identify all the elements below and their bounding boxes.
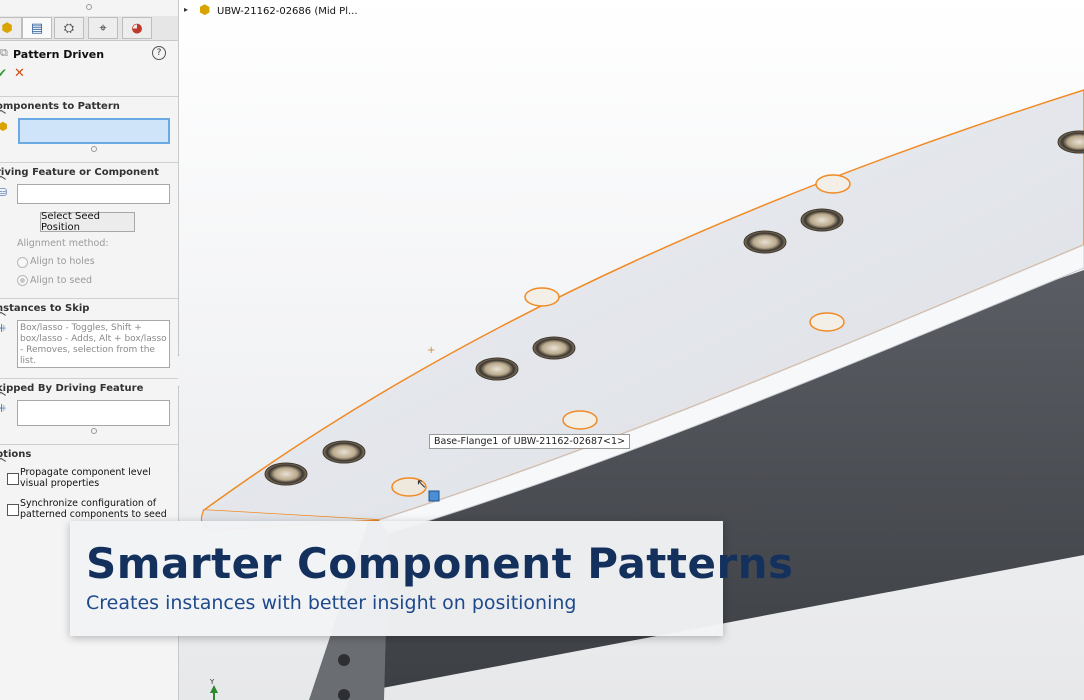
hole <box>815 174 851 194</box>
panel-grip[interactable] <box>86 4 92 10</box>
hole <box>800 208 844 232</box>
display-manager-tab[interactable]: ◕ <box>122 17 152 39</box>
resize-grip[interactable] <box>91 146 97 152</box>
skipped-instances-list[interactable] <box>17 400 170 426</box>
hole <box>809 312 845 332</box>
part-icon: ⬢ <box>1 20 13 36</box>
help-icon[interactable]: ? <box>152 46 166 60</box>
section-title: riving Feature or Component <box>0 167 159 178</box>
align-to-seed-label: Align to seed <box>30 275 93 286</box>
mouse-cursor-icon: ↖ <box>416 477 427 492</box>
collapse-chevron-icon[interactable]: ︿ <box>0 167 170 182</box>
hole <box>475 357 519 381</box>
property-manager-tab[interactable]: ▤ <box>22 17 52 39</box>
cancel-x-icon[interactable]: ✕ <box>14 66 25 81</box>
collapse-chevron-icon[interactable]: ︿ <box>0 101 170 116</box>
hole <box>264 462 308 486</box>
tree-expand-arrow-icon[interactable]: ▸ <box>184 5 189 14</box>
crosshair-icon: ⌖ <box>99 20 107 36</box>
panel-title: Pattern Driven <box>13 48 105 61</box>
title-banner: Smarter Component Patterns Creates insta… <box>70 521 793 636</box>
manager-tabs: ⬢ ▤ ⛭ ⌖ ◕ <box>0 16 178 41</box>
color-wheel-icon: ◕ <box>131 20 143 36</box>
instances-to-skip-list[interactable]: Box/lasso - Toggles, Shift + box/lasso -… <box>17 320 170 368</box>
synchronize-config-checkbox[interactable] <box>7 504 19 516</box>
hole <box>532 336 576 360</box>
configuration-manager-tab[interactable]: ⛭ <box>54 17 84 39</box>
options-header[interactable]: ptions ︿ <box>0 444 178 464</box>
alignment-method-label: Alignment method: <box>17 238 109 249</box>
svg-text:+: + <box>427 345 435 356</box>
feature-icon: ⛁ <box>0 186 7 199</box>
hole <box>1057 130 1084 154</box>
hole <box>524 287 560 307</box>
hole <box>562 410 598 430</box>
selection-tooltip: Base-Flange1 of UBW-21162-02687<1> <box>429 434 631 449</box>
instances-icon: ⁜ <box>0 322 6 335</box>
skipped-icon: ⁜ <box>0 402 6 415</box>
pattern-driven-icon: ⧉ <box>0 46 8 59</box>
align-to-holes-label: Align to holes <box>30 256 95 267</box>
tree-item-assembly[interactable]: UBW-21162-02686 (Mid Pl... <box>217 6 358 17</box>
hole <box>743 230 787 254</box>
triad-y-label: Y <box>210 678 215 686</box>
flange-bend <box>378 244 1084 534</box>
banner-subtitle: Creates instances with better insight on… <box>86 592 577 614</box>
section-title: nstances to Skip <box>0 303 90 314</box>
propagate-visual-checkbox[interactable] <box>7 473 19 485</box>
hole <box>391 477 427 497</box>
resize-grip[interactable] <box>91 428 97 434</box>
components-selection-box[interactable] <box>18 118 170 144</box>
section-title: omponents to Pattern <box>0 101 120 112</box>
select-seed-position-button[interactable]: Select Seed Position <box>40 211 135 233</box>
property-manager-panel: ⬢ ▤ ⛭ ⌖ ◕ ⧉ Pattern Driven ? ✔ ✕ omponen… <box>0 0 179 700</box>
config-icon: ⛭ <box>63 20 75 36</box>
section-title: kipped By Driving Feature <box>0 383 144 394</box>
component-icon: ⬢ <box>0 120 8 133</box>
banner-title: Smarter Component Patterns <box>86 539 794 588</box>
hole-pattern <box>264 130 1084 497</box>
ok-check-icon[interactable]: ✔ <box>0 66 7 80</box>
end-hole <box>338 689 350 700</box>
align-to-holes-radio[interactable] <box>17 257 28 268</box>
triad-y-arrow <box>210 685 218 693</box>
feature-manager-tab[interactable]: ⬢ <box>0 17 22 39</box>
collapse-chevron-icon[interactable]: ︿ <box>0 303 170 318</box>
selection-handle <box>428 490 440 502</box>
driving-feature-header[interactable]: riving Feature or Component ︿ <box>0 162 178 182</box>
section-title: ptions <box>0 449 32 460</box>
end-hole <box>338 654 350 666</box>
align-to-seed-radio[interactable] <box>17 275 28 286</box>
components-to-pattern-header[interactable]: omponents to Pattern ︿ <box>0 96 178 116</box>
dimxpert-tab[interactable]: ⌖ <box>88 17 118 39</box>
assembly-icon: ⬢ <box>199 3 211 18</box>
skipped-by-driving-header[interactable]: kipped By Driving Feature ︿ <box>0 378 178 398</box>
instances-to-skip-header[interactable]: nstances to Skip ︿ <box>0 298 178 318</box>
hole <box>322 440 366 464</box>
collapse-chevron-icon[interactable]: ︿ <box>0 449 170 464</box>
synchronize-config-label: Synchronize configuration of patterned c… <box>20 498 167 520</box>
driving-feature-selection-box[interactable] <box>17 184 170 204</box>
propagate-visual-label: Propagate component level visual propert… <box>20 467 151 489</box>
collapse-chevron-icon[interactable]: ︿ <box>0 383 170 398</box>
list-icon: ▤ <box>30 20 44 36</box>
